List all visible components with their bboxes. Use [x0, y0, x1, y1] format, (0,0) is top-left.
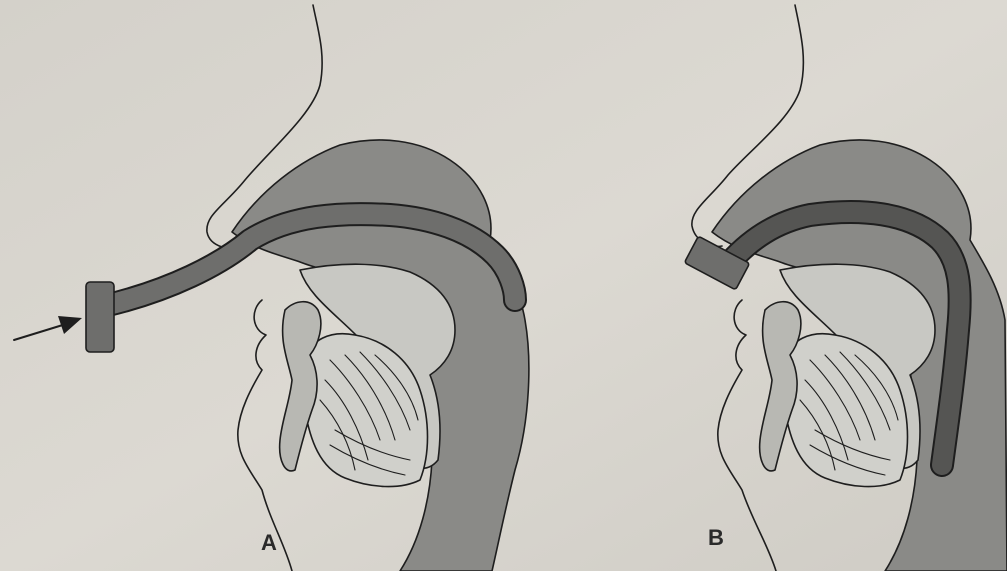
panel-a-airway-flange	[86, 282, 114, 352]
panel-a-label: A	[261, 530, 277, 555]
panel-b-label: B	[708, 525, 724, 550]
